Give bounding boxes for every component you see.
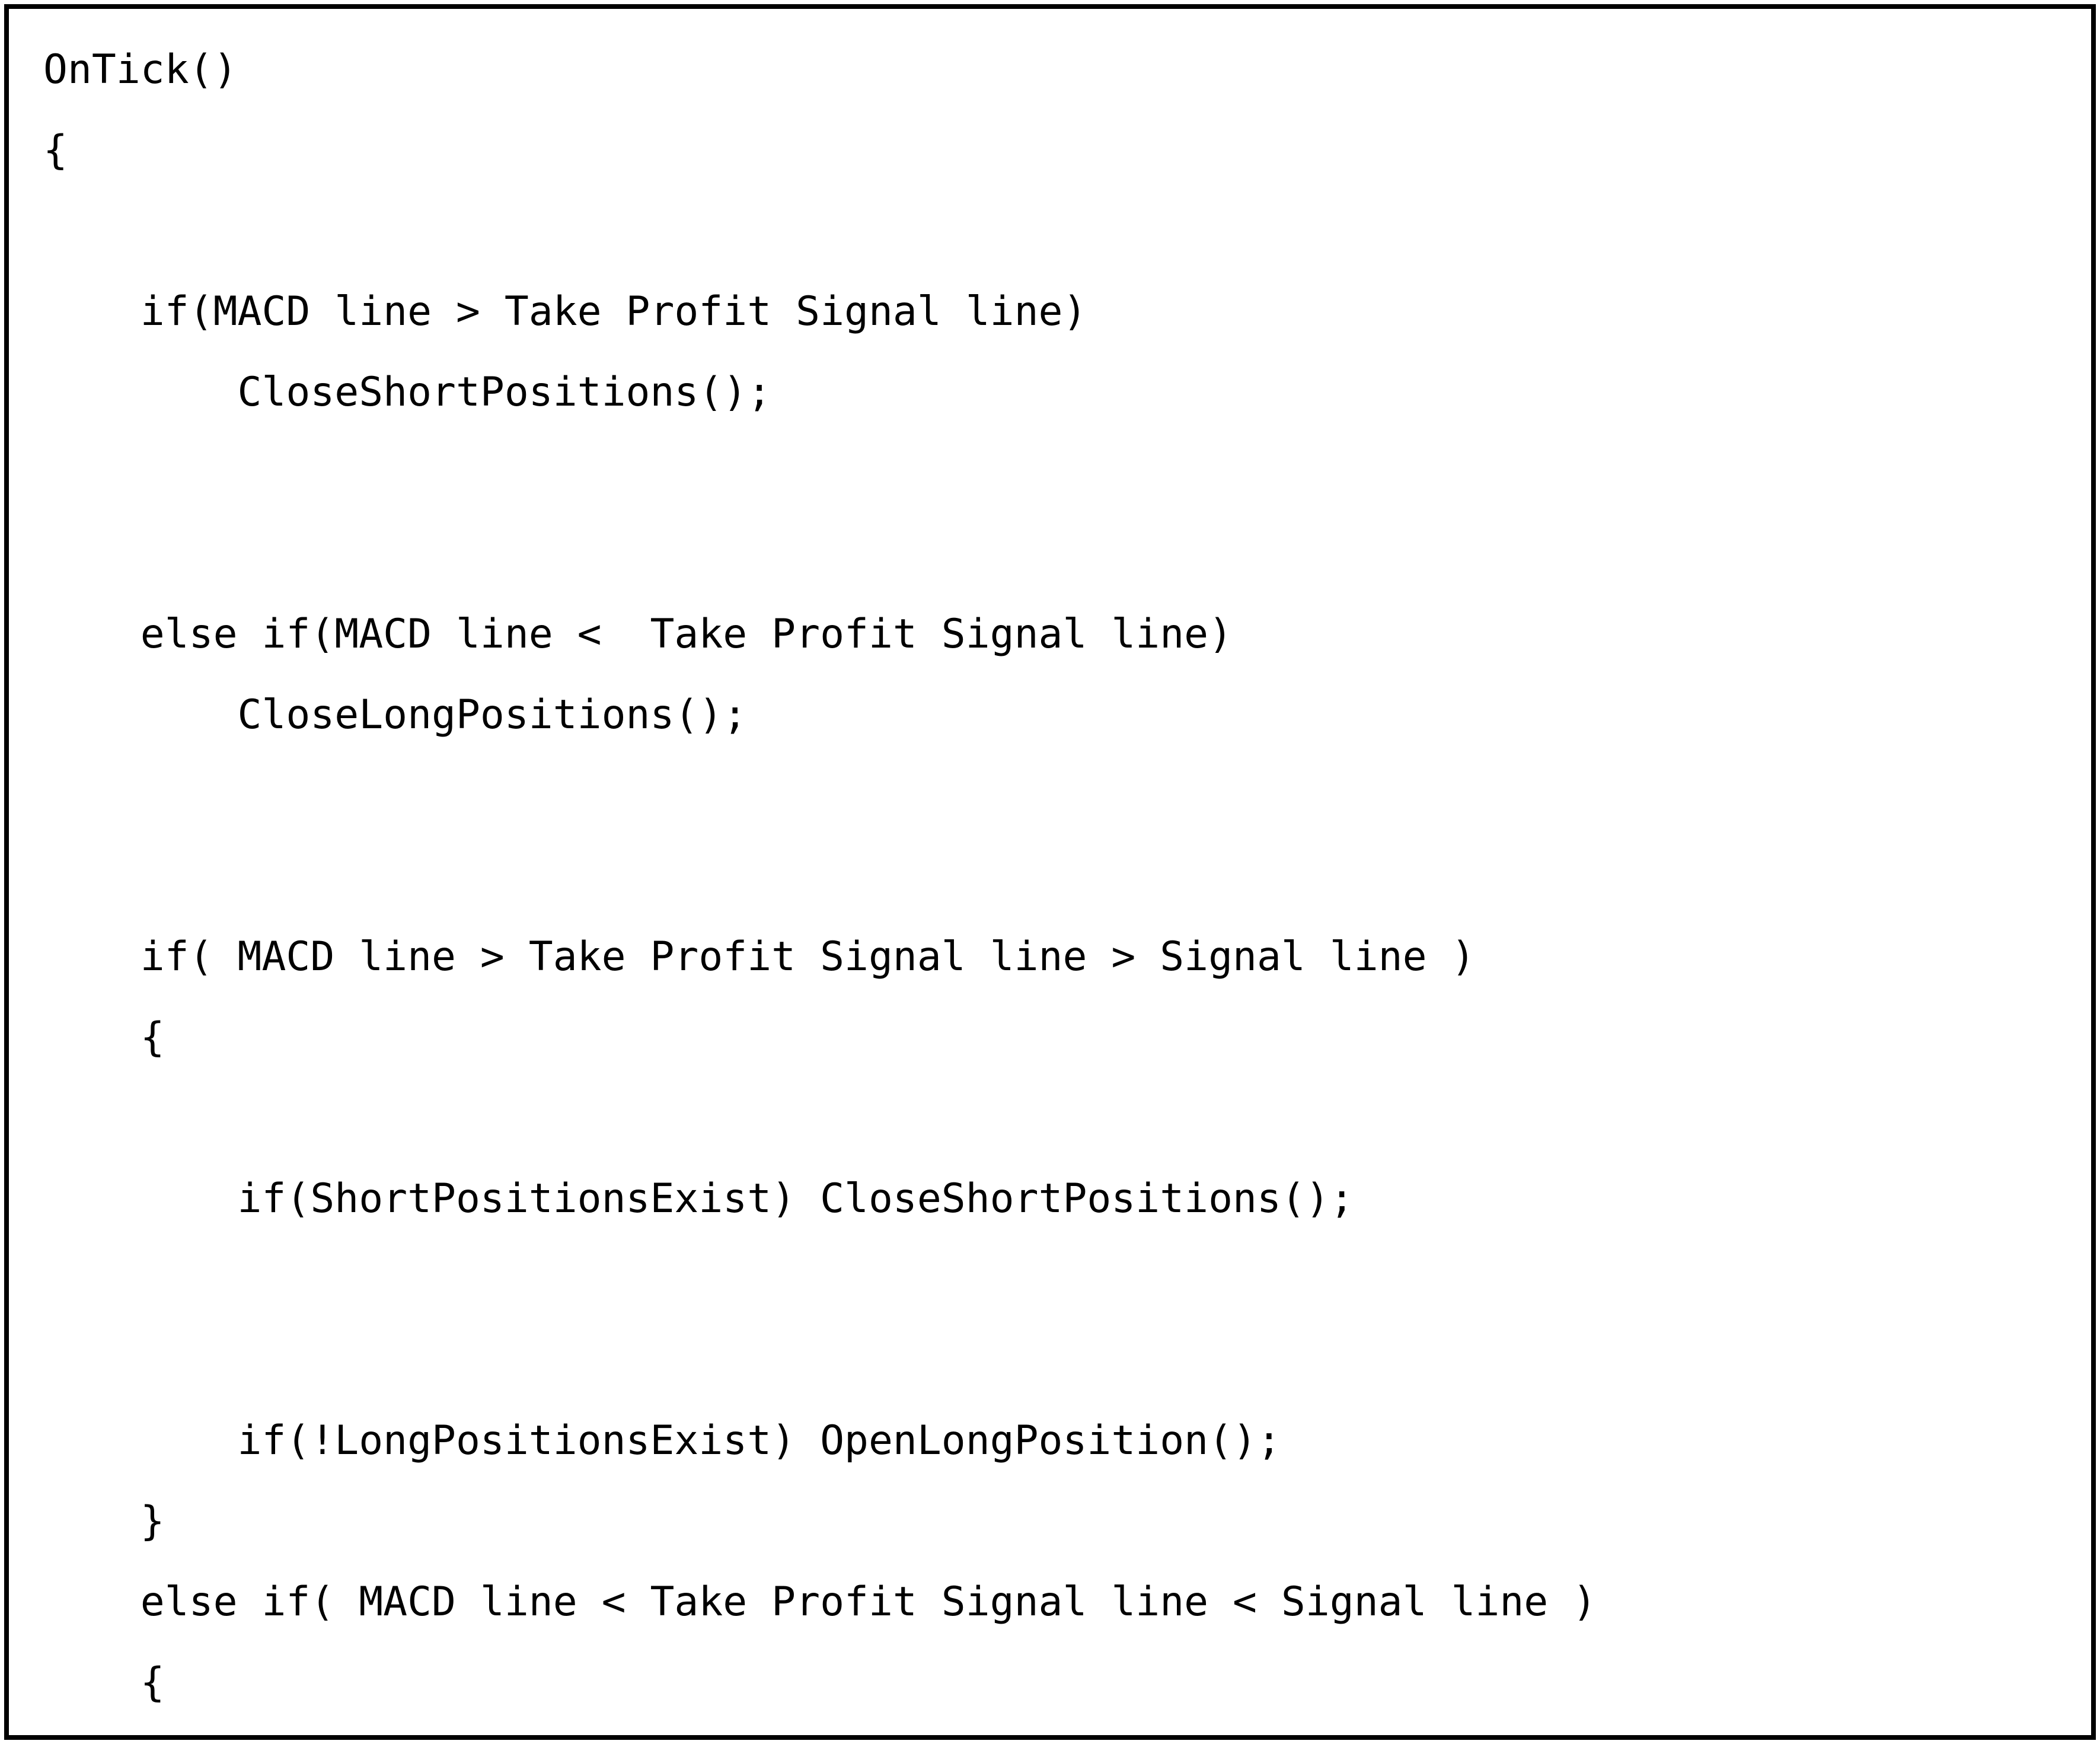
code-line-blank	[43, 1239, 2091, 1320]
code-line: else if( MACD line < Take Profit Signal …	[43, 1579, 1597, 1625]
code-listing: OnTick() { if(MACD line > Take Profit Sig…	[9, 17, 2091, 1727]
code-line-blank	[43, 755, 2091, 836]
code-line: {	[43, 1014, 165, 1061]
code-line: else if(MACD line < Take Profit Signal l…	[43, 611, 1233, 658]
code-line: if(MACD line > Take Profit Signal line)	[43, 288, 1087, 335]
code-line: if(!LongPositionsExist) OpenLongPosition…	[43, 1417, 1281, 1464]
code-line-blank	[43, 836, 2091, 917]
code-line: }	[43, 1498, 165, 1545]
code-line: CloseShortPositions();	[43, 369, 772, 416]
code-line-blank	[43, 1723, 2091, 1735]
code-line-blank	[43, 514, 2091, 594]
code-line: {	[43, 127, 68, 174]
code-line: OnTick()	[43, 46, 238, 93]
code-line: CloseLongPositions();	[43, 691, 748, 738]
code-line-blank	[43, 433, 2091, 514]
code-line-blank	[43, 1078, 2091, 1159]
code-line: {	[43, 1659, 165, 1706]
code-figure-frame: OnTick() { if(MACD line > Take Profit Sig…	[4, 4, 2096, 1740]
code-line-blank	[43, 191, 2091, 272]
code-line: if(ShortPositionsExist) CloseShortPositi…	[43, 1175, 1354, 1222]
code-line: if( MACD line > Take Profit Signal line …	[43, 933, 1476, 980]
code-line-blank	[43, 1320, 2091, 1401]
